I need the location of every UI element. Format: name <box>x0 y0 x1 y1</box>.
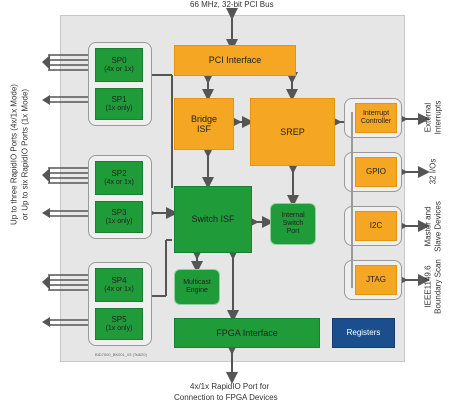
block-label-1: Interrupt <box>362 109 390 117</box>
registers-block: Registers <box>332 318 395 348</box>
jtag-block: JTAG <box>355 265 397 295</box>
block-label-1: Multicast <box>183 278 211 286</box>
block-label-3: Port <box>286 228 300 236</box>
port-sp0: SP0(4x or 1x) <box>95 48 143 82</box>
ext-label-jtag-2: Boundary Scan <box>433 259 443 314</box>
srep-block: SREP <box>250 98 335 166</box>
port-name: SP3 <box>111 208 127 218</box>
gpio-block: GPIO <box>355 157 397 187</box>
fpga-interface-block: FPGA Interface <box>174 318 320 348</box>
port-name: SP5 <box>111 315 127 325</box>
block-label: Registers <box>346 328 381 338</box>
block-label-1: Bridge <box>190 113 217 124</box>
port-sp5: SP5(1x only) <box>95 308 143 340</box>
fpga-port-label-2: Connection to FPGA Devices <box>174 393 278 402</box>
port-name: SP2 <box>111 169 127 179</box>
port-mode: (1x only) <box>105 324 133 332</box>
pci-interface-block: PCI Interface <box>174 45 296 76</box>
block-label: FPGA Interface <box>216 327 278 338</box>
ext-label-jtag-1: IEEE1149.6 <box>423 265 433 308</box>
block-label-2: ISF <box>196 124 211 134</box>
block-label: GPIO <box>365 167 386 177</box>
port-mode: (4x or 1x) <box>104 178 134 186</box>
block-label: PCI Interface <box>208 55 262 66</box>
left-label-line2: or Up to six RapidIO Ports (1x Mode) <box>20 88 30 221</box>
left-label-line1: Up to three RapidIO Ports (4x/1x Mode) <box>9 84 19 225</box>
pci-bus-label: 66 MHz, 32-bit PCI Bus <box>190 0 274 9</box>
port-mode: (4x or 1x) <box>104 65 134 73</box>
block-label: Switch ISF <box>191 214 235 225</box>
block-label: JTAG <box>366 275 386 285</box>
port-sp2: SP2(4x or 1x) <box>95 161 143 195</box>
switch-isf-block: Switch ISF <box>174 186 252 253</box>
peripheral-bus-line <box>351 112 353 288</box>
block-label-2: Engine <box>186 287 208 294</box>
block-label: I2C <box>369 221 383 231</box>
block-label-1: Internal <box>281 211 305 219</box>
block-label-2: Controller <box>360 118 392 125</box>
port-name: SP1 <box>111 95 127 105</box>
i2c-block: I2C <box>355 211 397 241</box>
fpga-port-label-1: 4x/1x RapidIO Port for <box>190 382 270 391</box>
block-label: SREP <box>280 126 305 137</box>
port-mode: (4x or 1x) <box>104 285 134 293</box>
part-code: BID7000_BK001_03 (Tsi620) <box>95 352 147 357</box>
port-name: SP4 <box>111 276 127 286</box>
port-mode: (1x only) <box>105 104 133 112</box>
block-label-2: Switch <box>282 219 304 227</box>
port-sp4: SP4(4x or 1x) <box>95 268 143 302</box>
port-name: SP0 <box>111 56 127 66</box>
port-sp1: SP1(1x only) <box>95 88 143 120</box>
port-mode: (1x only) <box>105 217 133 225</box>
port-sp3: SP3(1x only) <box>95 201 143 233</box>
